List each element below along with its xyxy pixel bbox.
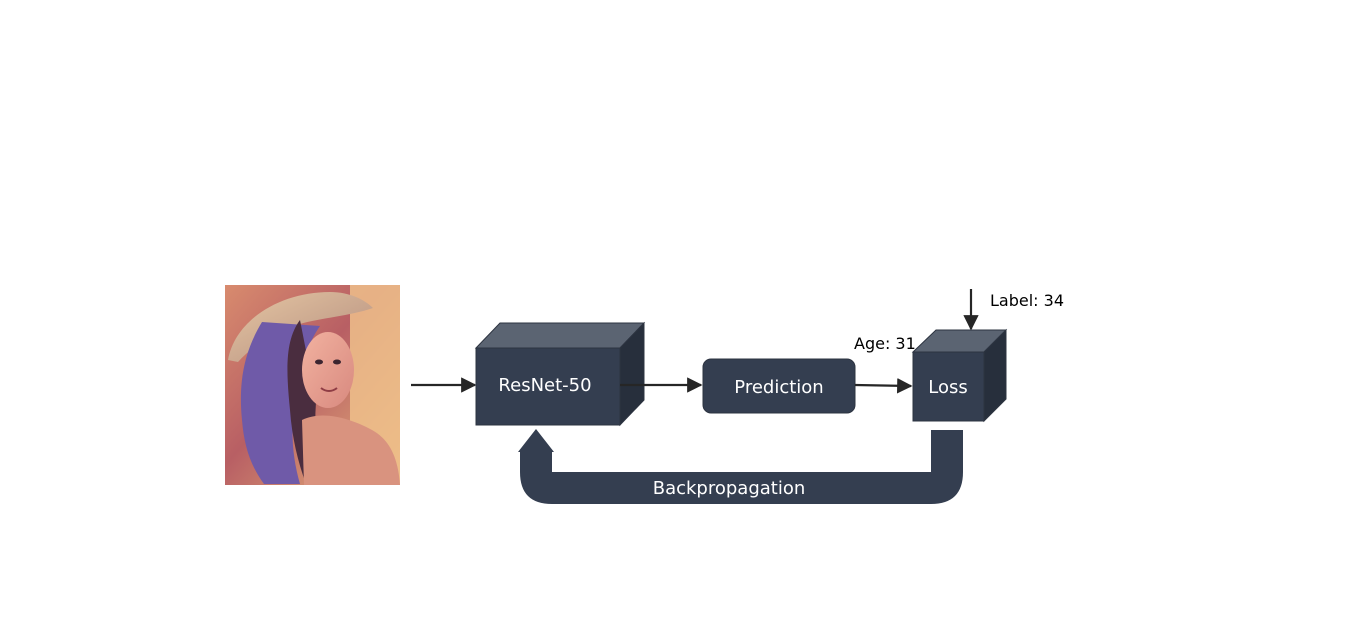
age-annotation: Age: 31: [854, 334, 916, 353]
backpropagation-arrow: Backpropagation: [518, 429, 963, 504]
image-eye-left: [315, 359, 323, 365]
backpropagation-path: [518, 429, 963, 504]
resnet-label: ResNet-50: [498, 375, 591, 396]
resnet-front-face: [475, 347, 621, 426]
prediction-block: Prediction: [702, 358, 856, 414]
image-mouth: [320, 387, 338, 392]
image-face: [302, 332, 354, 408]
image-shoulder: [302, 415, 400, 485]
arrow-prediction-to-loss: [854, 378, 913, 394]
image-hat: [228, 292, 373, 362]
prediction-label: Prediction: [734, 377, 823, 398]
label-annotation: Label: 34: [990, 291, 1064, 310]
loss-label: Loss: [928, 377, 967, 398]
image-eye-right: [333, 359, 341, 365]
loss-block: Loss: [911, 328, 1008, 423]
resnet-block: ResNet-50: [474, 321, 646, 427]
resnet-top-face: [474, 322, 646, 349]
loss-front-face: [912, 351, 985, 422]
input-image: [225, 285, 400, 485]
backpropagation-label: Backpropagation: [653, 478, 806, 499]
